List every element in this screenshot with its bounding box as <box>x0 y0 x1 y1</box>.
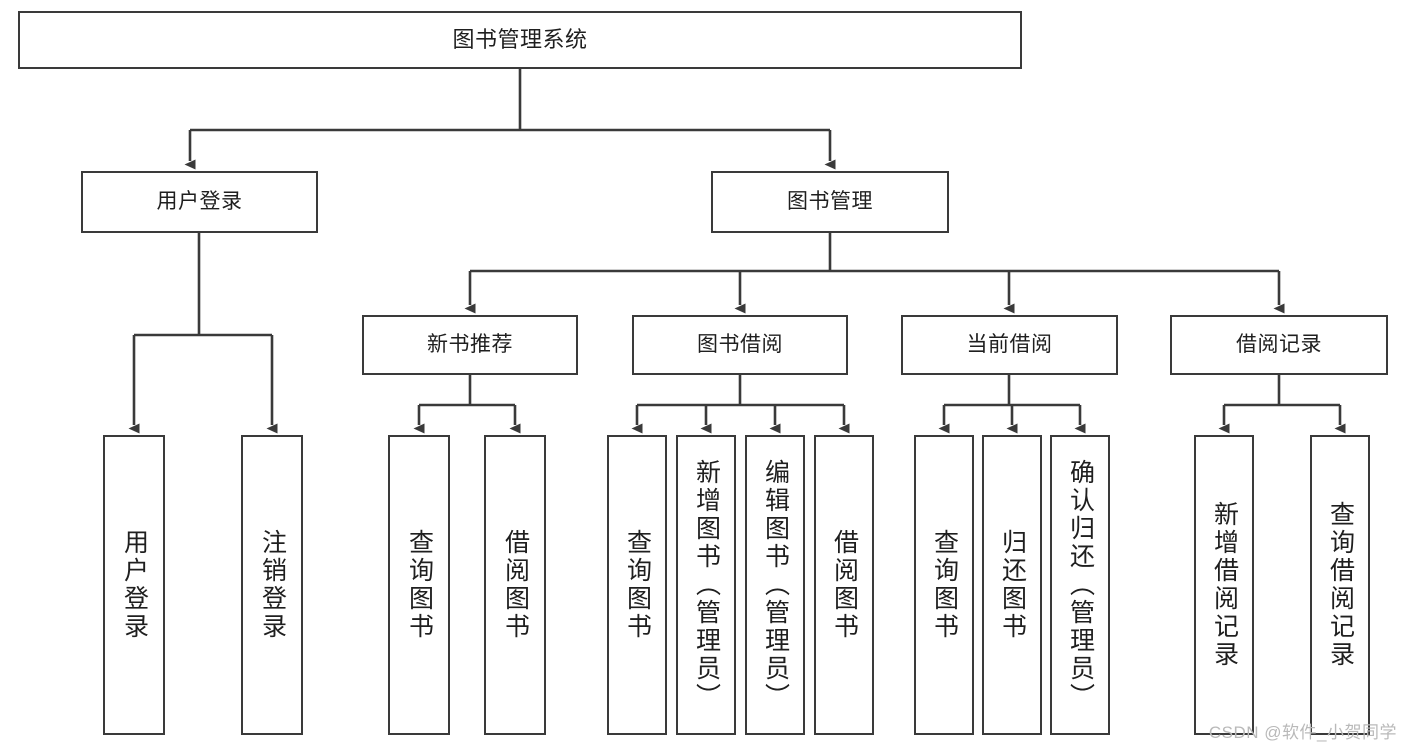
node-current-borrowing[interactable]: 当前借阅 <box>901 315 1118 375</box>
node-root-book-management-system[interactable]: 图书管理系统 <box>18 11 1022 69</box>
node-label: 查询图书 <box>623 529 652 641</box>
leaf-query-books-borrow[interactable]: 查询图书 <box>607 435 667 735</box>
node-label: 查询图书 <box>930 529 959 641</box>
node-new-book-recommendation[interactable]: 新书推荐 <box>362 315 578 375</box>
node-label: 注销登录 <box>258 529 287 641</box>
leaf-user-login[interactable]: 用户登录 <box>103 435 165 735</box>
node-label: 用户登录 <box>156 189 243 213</box>
node-label: 查询借阅记录 <box>1326 501 1355 669</box>
leaf-add-borrow-record[interactable]: 新增借阅记录 <box>1194 435 1254 735</box>
leaf-edit-book-admin[interactable]: 编辑图书（管理员） <box>745 435 805 735</box>
node-label: 图书借阅 <box>697 332 783 356</box>
node-label: 新增图书（管理员） <box>692 459 721 711</box>
node-label: 图书管理 <box>787 189 873 213</box>
node-label: 借阅记录 <box>1236 332 1322 356</box>
node-label: 用户登录 <box>120 529 149 641</box>
node-label: 借阅图书 <box>501 529 530 641</box>
leaf-borrow-book[interactable]: 借阅图书 <box>814 435 874 735</box>
node-user-login[interactable]: 用户登录 <box>81 171 318 233</box>
node-borrowing-records[interactable]: 借阅记录 <box>1170 315 1388 375</box>
node-label: 新书推荐 <box>427 332 513 356</box>
leaf-logout[interactable]: 注销登录 <box>241 435 303 735</box>
node-label: 图书管理系统 <box>452 27 588 53</box>
node-book-management[interactable]: 图书管理 <box>711 171 949 233</box>
leaf-query-books-current[interactable]: 查询图书 <box>914 435 974 735</box>
leaf-borrow-books-recommend[interactable]: 借阅图书 <box>484 435 546 735</box>
node-label: 查询图书 <box>405 529 434 641</box>
node-book-borrowing[interactable]: 图书借阅 <box>632 315 848 375</box>
leaf-query-books-recommend[interactable]: 查询图书 <box>388 435 450 735</box>
leaf-add-book-admin[interactable]: 新增图书（管理员） <box>676 435 736 735</box>
node-label: 新增借阅记录 <box>1210 501 1239 669</box>
csdn-watermark: CSDN @软件_小贺同学 <box>1208 723 1397 742</box>
leaf-query-borrow-record[interactable]: 查询借阅记录 <box>1310 435 1370 735</box>
node-label: 编辑图书（管理员） <box>761 459 790 711</box>
leaf-confirm-return-admin[interactable]: 确认归还（管理员） <box>1050 435 1110 735</box>
node-label: 借阅图书 <box>830 529 859 641</box>
node-label: 当前借阅 <box>966 332 1053 356</box>
node-label: 归还图书 <box>998 529 1027 641</box>
node-label: 确认归还（管理员） <box>1066 459 1095 711</box>
leaf-return-book[interactable]: 归还图书 <box>982 435 1042 735</box>
